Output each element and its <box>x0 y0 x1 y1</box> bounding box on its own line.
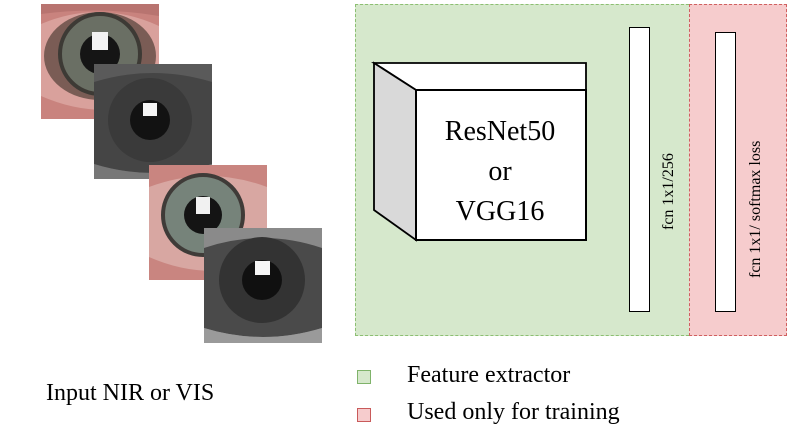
legend-label-feature: Feature extractor <box>407 362 571 388</box>
backbone-cube <box>371 61 587 242</box>
backbone-label-resnet: ResNet50 <box>444 116 556 147</box>
fcn-softmax-layer <box>715 32 736 312</box>
fcn-softmax-label: fcn 1x1/ softmax loss <box>747 140 764 278</box>
training-only-region <box>689 4 787 336</box>
eye-image-nir-1 <box>94 64 212 179</box>
backbone-label-vgg: VGG16 <box>455 196 545 227</box>
legend-label-training: Used only for training <box>407 399 620 425</box>
eye-image-nir-2 <box>204 228 322 343</box>
input-caption: Input NIR or VIS <box>46 380 215 406</box>
fcn-256-label: fcn 1x1/256 <box>660 153 677 230</box>
legend-swatch-feature <box>357 370 371 384</box>
legend-swatch-training <box>357 408 371 422</box>
fcn-256-layer <box>629 27 650 312</box>
backbone-label-or: or <box>488 156 512 187</box>
